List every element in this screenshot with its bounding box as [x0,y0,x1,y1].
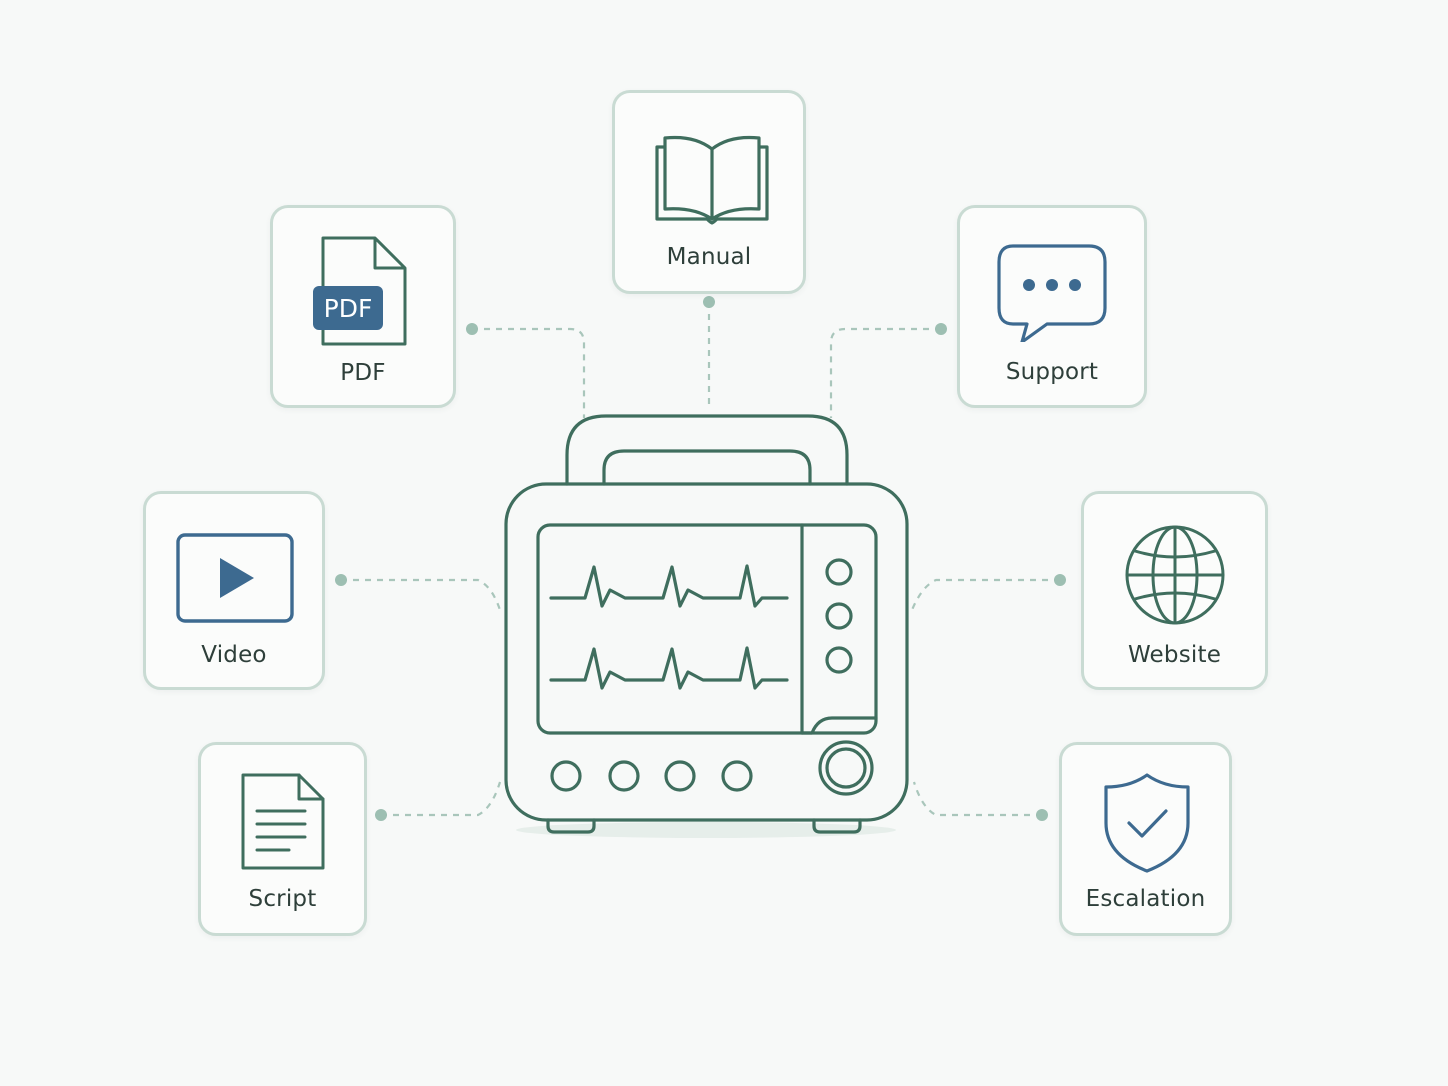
connector-dot-escalation [1036,809,1048,821]
card-website: Website [1081,491,1268,690]
globe-icon [1125,525,1225,625]
pdf-file-icon: PDF [313,236,407,346]
card-label-video: Video [201,642,267,668]
patient-monitor-icon [504,414,909,838]
chat-bubble-icon [997,244,1107,342]
card-manual: Manual [612,90,806,294]
document-lines-icon [241,773,325,870]
connector-dot-pdf [466,323,478,335]
connector-script [381,781,502,817]
card-escalation: Escalation [1059,742,1232,936]
connector-dot-manual [703,296,715,308]
connector-escalation [912,781,1042,817]
connector-dot-script [375,809,387,821]
card-pdf: PDF PDF [270,205,456,408]
open-book-icon [655,135,769,225]
card-label-manual: Manual [666,244,752,270]
pdf-badge-text: PDF [324,294,373,323]
card-label-escalation: Escalation [1085,886,1206,912]
play-video-icon [176,533,294,623]
connector-pdf [472,327,586,418]
card-label-support: Support [1005,359,1099,385]
card-label-script: Script [248,886,317,912]
connector-dot-support [935,323,947,335]
shield-check-icon [1104,773,1190,873]
connector-dot-video [335,574,347,586]
connector-support [829,327,941,418]
card-label-pdf: PDF [340,360,386,386]
connector-video [341,578,502,611]
connector-website [910,578,1060,611]
connector-dot-website [1054,574,1066,586]
card-video: Video [143,491,325,690]
card-label-website: Website [1127,642,1222,668]
card-support: Support [957,205,1147,408]
card-script: Script [198,742,367,936]
